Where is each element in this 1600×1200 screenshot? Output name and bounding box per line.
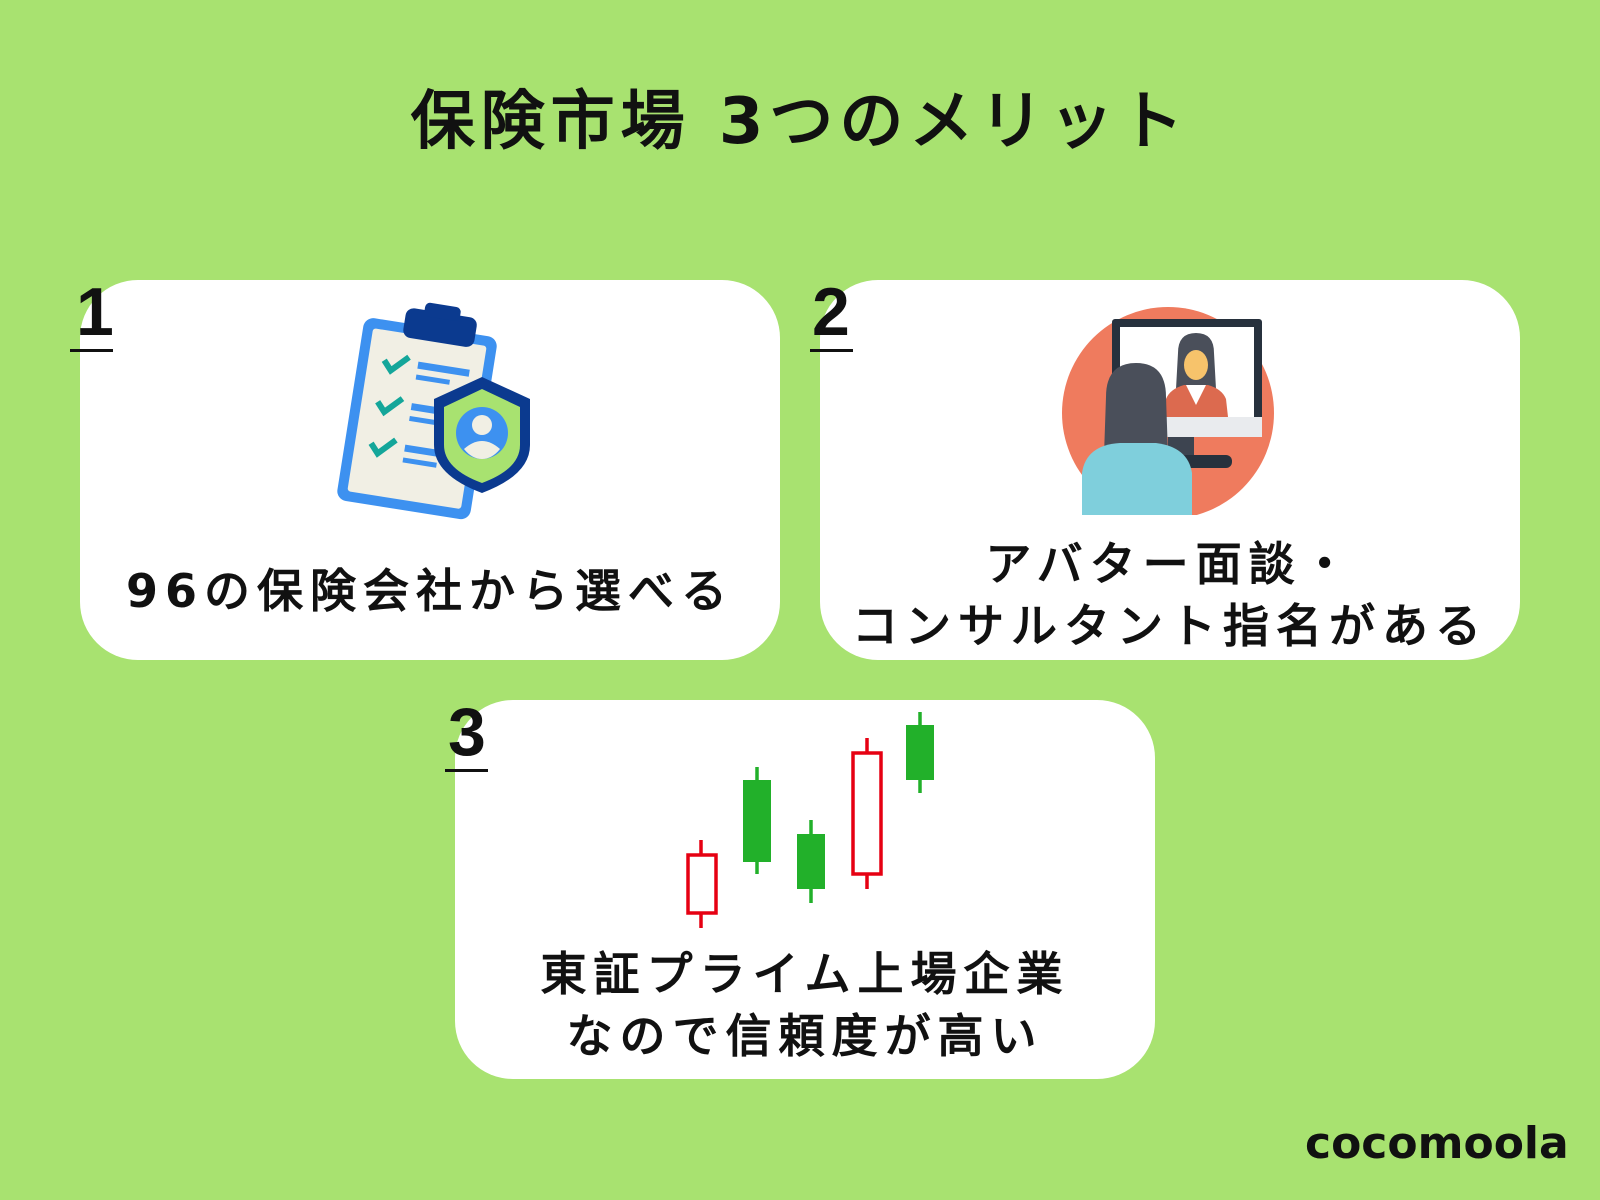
brand-logo: cocomoola <box>1305 1118 1569 1169</box>
merit-number-1: 1 <box>76 274 114 350</box>
merit-card-3 <box>455 700 1155 1079</box>
merit-text-2: アバター面談・ コンサルタント指名がある <box>820 533 1520 657</box>
page-title: 保険市場 3つのメリット <box>410 85 1190 159</box>
merit-number-underline-2 <box>810 349 853 352</box>
video-consultation-icon <box>1062 307 1274 515</box>
clipboard-shield-icon <box>337 302 530 520</box>
merit-text-2-line-1: アバター面談・ <box>985 537 1355 591</box>
merit-number-2: 2 <box>812 274 850 350</box>
merit-number-3: 3 <box>448 694 486 770</box>
candlestick-chart-icon <box>686 712 934 928</box>
merit-text-1: 96の保険会社から選べる <box>80 560 780 622</box>
merit-text-3-line-1: 東証プライム上場企業 <box>540 947 1070 1001</box>
merit-text-1-line-1: 96の保険会社から選べる <box>125 564 734 618</box>
merit-number-underline-3 <box>445 769 488 772</box>
merit-text-3: 東証プライム上場企業 なので信頼度が高い <box>455 943 1155 1067</box>
merit-number-underline-1 <box>70 349 113 352</box>
merit-text-3-line-2: なので信頼度が高い <box>566 1009 1044 1063</box>
merit-text-2-line-2: コンサルタント指名がある <box>852 599 1488 653</box>
